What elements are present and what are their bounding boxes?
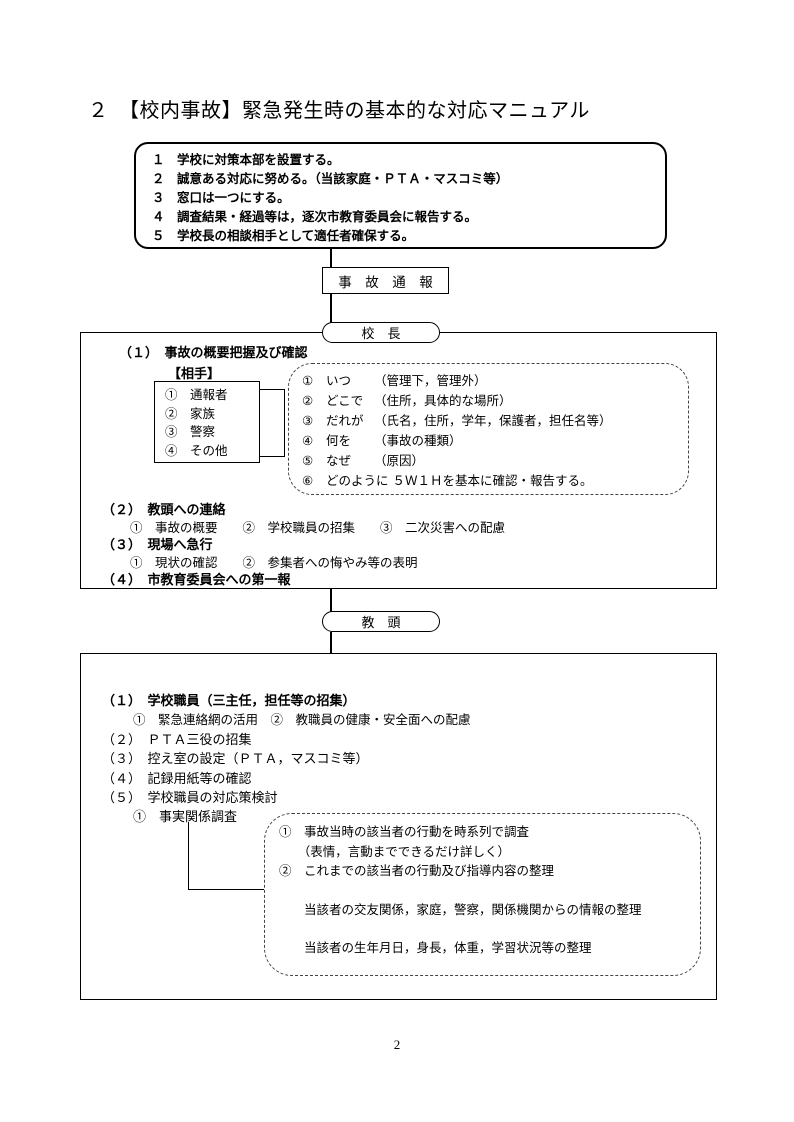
row-number: ④ xyxy=(302,434,314,448)
row-number: ⑤ xyxy=(302,454,314,468)
partners-box: ① 通報者 ② 家族 ③ 警察 ④ その他 xyxy=(154,381,260,463)
elbow-horizontal-line xyxy=(188,889,265,891)
incident-report-box: 事 故 通 報 xyxy=(322,267,449,294)
row-number: ③ xyxy=(302,414,314,428)
principal-label: 校 長 xyxy=(361,326,401,341)
rush-to-scene-heading: （３） 現場へ急行 xyxy=(102,537,213,552)
bracket-vertical-line xyxy=(284,389,286,457)
vice-principal-label: 教 頭 xyxy=(361,615,401,630)
row-note: （管理下，管理外） xyxy=(374,374,487,388)
bracket-top-line xyxy=(260,389,285,391)
countermeasure-heading: （５） 学校職員の対応策検討 xyxy=(102,790,278,805)
overview-heading: （１） 事故の概要把握及び確認 xyxy=(119,345,308,360)
flow-connector-line xyxy=(330,589,332,612)
investigation-line: ② これまでの該当者の行動及び指導内容の整理 xyxy=(279,864,555,878)
incident-report-label: 事 故 通 報 xyxy=(338,274,433,290)
row-word: どこで xyxy=(326,394,364,408)
partner-item: ④ その他 xyxy=(165,443,228,458)
row-word: 何を xyxy=(326,434,352,448)
flow-connector-line xyxy=(330,294,332,323)
page-title: ２ 【校内事故】緊急発生時の基本的な対応マニュアル xyxy=(88,100,590,122)
five-w-row: ① いつ （管理下，管理外） xyxy=(302,371,688,391)
row-note: （住所，具体的な場所） xyxy=(374,394,512,408)
investigation-line: （表情，言動までできるだけ詳しく） xyxy=(279,844,511,859)
principle-item: ５ 学校長の相談相手として適任者確保する。 xyxy=(152,229,415,243)
record-sheet-heading: （４） 記録用紙等の確認 xyxy=(102,771,252,786)
row-note: ５Ｗ１Ｈを基本に確認・報告する。 xyxy=(392,474,593,488)
staff-assembly-heading: （１） 学校職員（三主任，担任等の招集） xyxy=(102,693,356,708)
investigation-line: ① 事故当時の該当者の行動を時系列で調査 xyxy=(279,825,530,839)
investigation-box: ① 事故当時の該当者の行動を時系列で調査 （表情，言動までできるだけ詳しく） ②… xyxy=(264,813,701,976)
row-word: どのように xyxy=(326,474,389,488)
five-w-row: ③ だれが （氏名，住所，学年，保護者，担任名等） xyxy=(302,411,688,431)
row-note: （氏名，住所，学年，保護者，担任名等） xyxy=(374,414,612,428)
page-number: 2 xyxy=(393,1037,401,1052)
pta-heading: （２） ＰＴＡ三役の招集 xyxy=(102,732,252,747)
investigation-line: 当該者の交友関係，家庭，警察，関係機関からの情報の整理 xyxy=(279,902,642,917)
principle-item: １ 学校に対策本部を設置する。 xyxy=(152,153,340,167)
flow-connector-line xyxy=(330,249,332,268)
partner-item: ③ 警察 xyxy=(165,425,216,439)
principal-pill: 校 長 xyxy=(322,322,440,343)
flow-connector-line xyxy=(330,632,332,653)
board-report-heading: （４） 市教育委員会への第一報 xyxy=(102,572,291,587)
five-w-row: ⑥ どのように ５Ｗ１Ｈを基本に確認・報告する。 xyxy=(302,471,688,491)
contact-heading: （２） 教頭への連絡 xyxy=(102,502,226,517)
row-word: だれが xyxy=(326,414,364,428)
row-note: （原因） xyxy=(374,454,425,468)
principle-item: ４ 調査結果・経過等は，逐次市教育委員会に報告する。 xyxy=(152,210,478,224)
five-w-box: ① いつ （管理下，管理外） ② どこで （住所，具体的な場所） ③ だれが （… xyxy=(288,363,689,495)
elbow-vertical-line xyxy=(188,822,190,890)
waiting-room-heading: （３） 控え室の設定（ＰＴＡ，マスコミ等） xyxy=(102,751,369,766)
row-number: ① xyxy=(302,374,314,388)
principle-item: ２ 誠意ある対応に努める。（当該家庭・ＰＴＡ・マスコミ等） xyxy=(152,172,509,186)
row-number: ⑥ xyxy=(302,474,314,488)
row-number: ② xyxy=(302,394,314,408)
vice-principal-pill: 教 頭 xyxy=(322,611,440,632)
row-word: なぜ xyxy=(326,454,352,468)
fact-survey-detail: ① 事実関係調査 xyxy=(133,809,238,824)
investigation-line: 当該者の生年月日，身長，体重，学習状況等の整理 xyxy=(279,941,592,955)
partner-label: 【相手】 xyxy=(168,366,221,381)
vice-principal-section-box xyxy=(80,653,717,1000)
rush-to-scene-detail: ① 現状の確認 ② 参集者への悔やみ等の表明 xyxy=(130,556,418,570)
five-w-row: ⑤ なぜ （原因） xyxy=(302,451,688,471)
principle-item: ３ 窓口は一つにする。 xyxy=(152,191,290,205)
row-word: いつ xyxy=(326,374,352,388)
staff-assembly-detail: ① 緊急連絡網の活用 ② 教職員の健康・安全面への配慮 xyxy=(133,713,471,727)
five-w-row: ④ 何を （事故の種類） xyxy=(302,431,688,451)
partner-item: ② 家族 xyxy=(165,406,216,421)
contact-detail: ① 事故の概要 ② 学校職員の招集 ③ 二次災害への配慮 xyxy=(130,521,506,535)
principles-box: １ 学校に対策本部を設置する。 ２ 誠意ある対応に努める。（当該家庭・ＰＴＡ・マ… xyxy=(134,142,667,249)
five-w-row: ② どこで （住所，具体的な場所） xyxy=(302,391,688,411)
row-note: （事故の種類） xyxy=(374,434,462,448)
partner-item: ① 通報者 xyxy=(165,388,228,402)
bracket-bottom-line xyxy=(260,456,285,458)
